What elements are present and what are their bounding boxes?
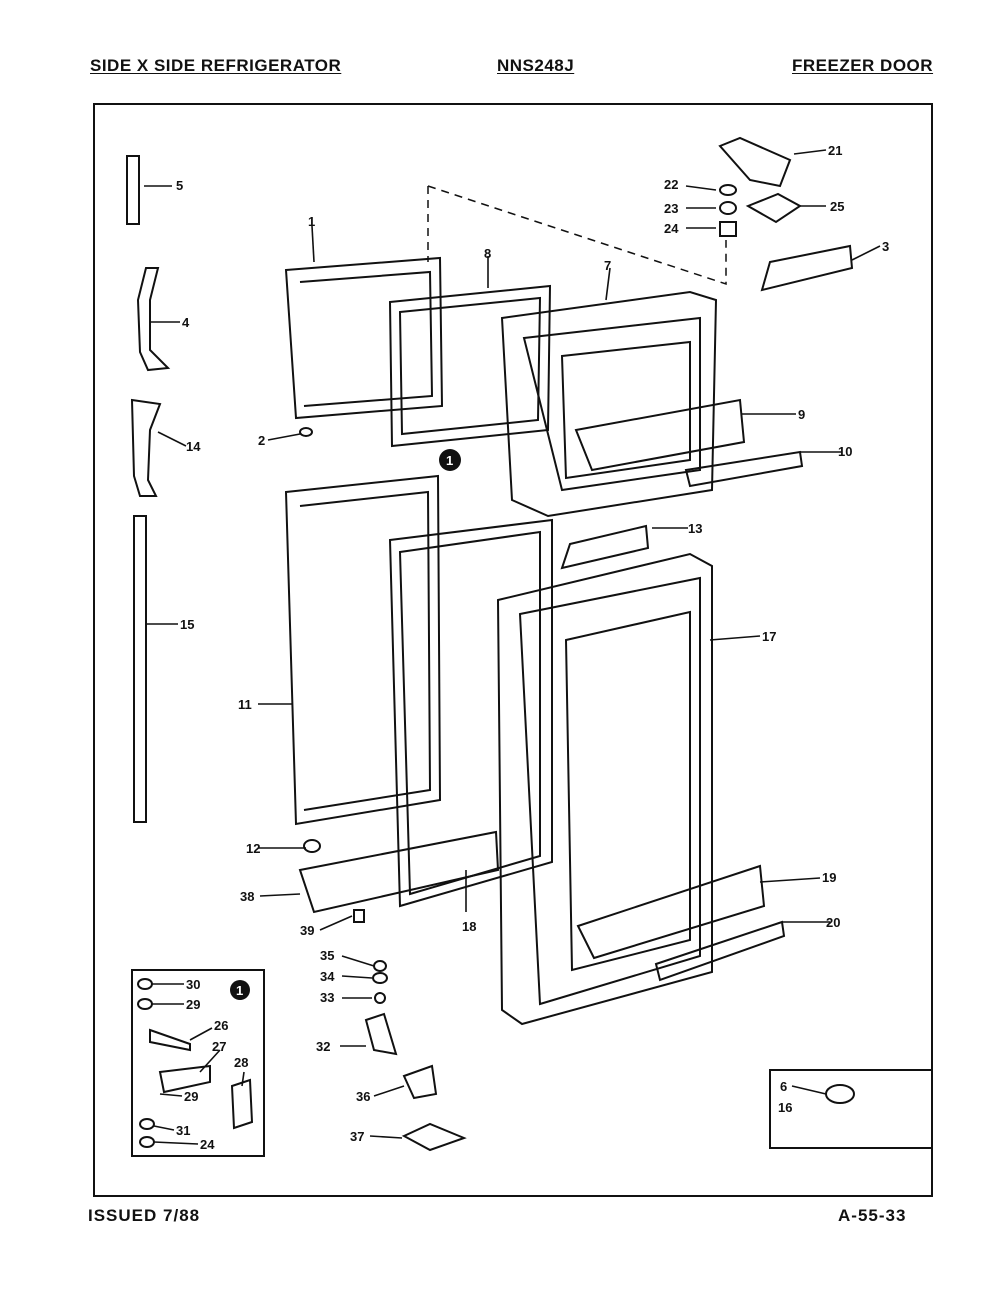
- callout-29b: 29: [184, 1089, 198, 1104]
- callout-3: 3: [882, 239, 889, 254]
- footer-issued: ISSUED 7/88: [88, 1206, 201, 1225]
- callout-21: 21: [828, 143, 842, 158]
- callout-24: 24: [664, 221, 679, 236]
- part-15-trim: [133, 515, 147, 823]
- part-25-plate: [745, 192, 802, 224]
- part-9-shelf: [574, 398, 746, 472]
- callout-9: 9: [798, 407, 805, 422]
- callout-32: 32: [316, 1039, 330, 1054]
- header-section: FREEZER DOOR: [792, 56, 934, 75]
- callout-36: 36: [356, 1089, 370, 1104]
- callout-6: 6: [780, 1079, 787, 1094]
- callout-30: 30: [186, 977, 200, 992]
- callout-5: 5: [176, 178, 183, 193]
- part-7-liner: [500, 290, 718, 518]
- part-13-channel: [560, 524, 650, 570]
- part-14-handle: [130, 398, 162, 497]
- callout-10: 10: [838, 444, 852, 459]
- callout-27: 27: [212, 1039, 226, 1054]
- part-32-hinge: [364, 1012, 398, 1056]
- footer-page-code: A-55-33: [838, 1206, 907, 1225]
- callout-19: 19: [822, 870, 836, 885]
- callout-29: 29: [186, 997, 200, 1012]
- callout-28: 28: [234, 1055, 248, 1070]
- part-1-outer-door: [284, 256, 444, 420]
- callout-17: 17: [762, 629, 776, 644]
- part-17-liner: [496, 552, 713, 1026]
- callout-39: 39: [300, 923, 314, 938]
- callout-37: 37: [350, 1129, 364, 1144]
- callout-31: 31: [176, 1123, 190, 1138]
- callout-20: 20: [826, 915, 840, 930]
- callout-8: 8: [484, 246, 491, 261]
- inset-box-part-6-16: [769, 1069, 933, 1149]
- callout-25: 25: [830, 199, 844, 214]
- part-5-trim: [126, 155, 140, 225]
- callout-13: 13: [688, 521, 702, 536]
- badge-1-inset: 1: [236, 983, 243, 998]
- callout-12: 12: [246, 841, 260, 856]
- callout-2: 2: [258, 433, 265, 448]
- part-10-bar: [684, 450, 804, 488]
- badge-1-upper: 1: [446, 453, 453, 468]
- part-18-gasket: [388, 518, 553, 908]
- callout-14: 14: [186, 439, 201, 454]
- inset-box-hinge: [131, 969, 265, 1157]
- part-4-handle: [136, 267, 171, 372]
- callout-26: 26: [214, 1018, 228, 1033]
- header-title: SIDE X SIDE REFRIGERATOR: [90, 56, 342, 75]
- callout-22: 22: [664, 177, 678, 192]
- callout-24b: 24: [200, 1137, 215, 1152]
- part-20-bar: [654, 920, 786, 982]
- callout-1: 1: [308, 214, 315, 229]
- part-21-hinge: [718, 136, 792, 188]
- callout-15: 15: [180, 617, 194, 632]
- callout-34: 34: [320, 969, 335, 984]
- callout-7: 7: [604, 258, 611, 273]
- callout-16: 16: [778, 1100, 792, 1115]
- header-model: NNS248J: [497, 56, 575, 75]
- part-36-bracket: [402, 1064, 438, 1100]
- diagram-frame: [93, 103, 933, 1197]
- callout-35: 35: [320, 948, 334, 963]
- callout-33: 33: [320, 990, 334, 1005]
- part-3-channel: [760, 244, 854, 292]
- callout-23: 23: [664, 201, 678, 216]
- callout-38: 38: [240, 889, 254, 904]
- callout-4: 4: [182, 315, 190, 330]
- part-11-outer-door: [284, 474, 442, 826]
- part-19-shelf: [576, 864, 766, 960]
- callout-11: 11: [238, 697, 252, 712]
- callout-18: 18: [462, 919, 476, 934]
- part-38-trim: [298, 830, 500, 914]
- part-37-plate: [401, 1122, 467, 1152]
